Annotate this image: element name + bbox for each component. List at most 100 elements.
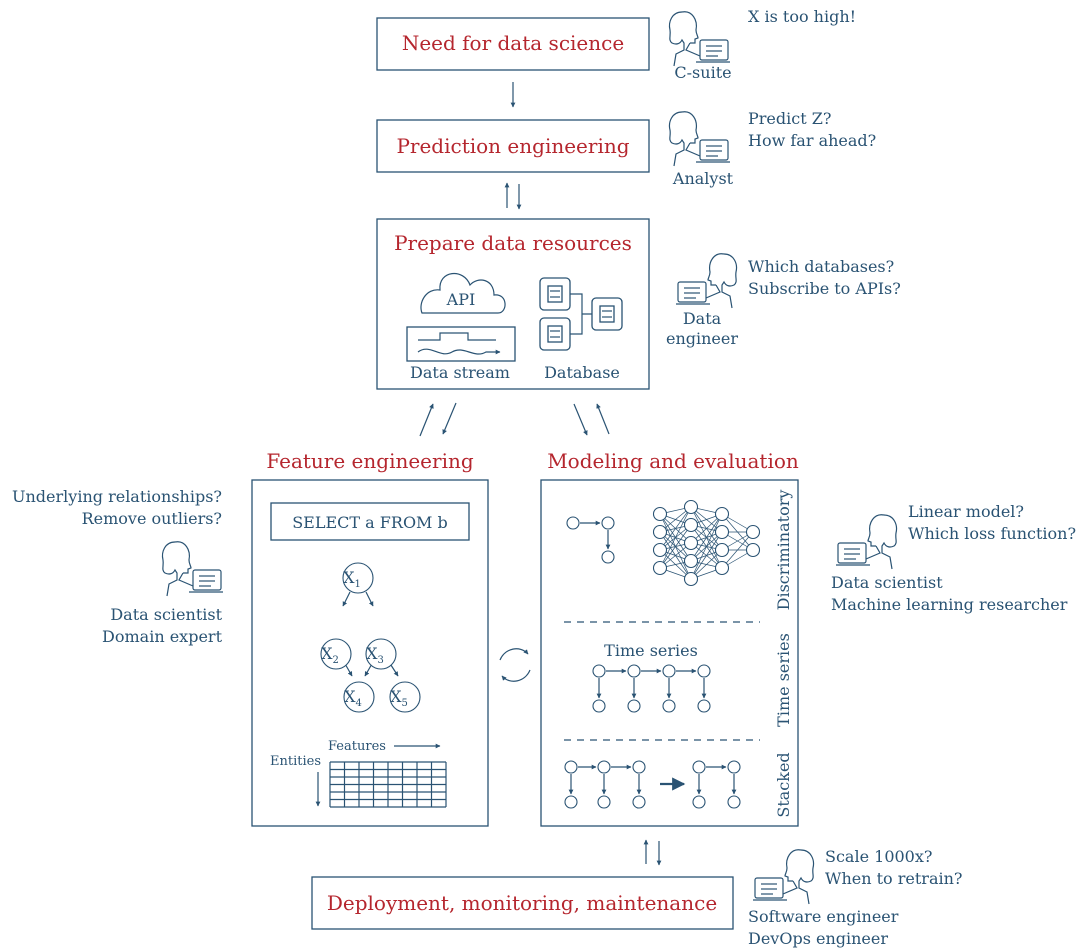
modeling-box bbox=[540, 479, 799, 827]
arrow-prepare-to-modeling bbox=[573, 403, 588, 436]
nn-edge bbox=[721, 531, 754, 569]
stack-node bbox=[632, 760, 646, 774]
nn-node bbox=[714, 542, 730, 558]
api-label: API bbox=[446, 290, 476, 309]
prediction-box bbox=[376, 119, 650, 173]
deployer-person-icon bbox=[752, 849, 815, 905]
stack-node bbox=[597, 760, 611, 774]
nn-edge bbox=[690, 513, 723, 580]
nn-node bbox=[683, 499, 699, 515]
deployer-question-2: When to retrain? bbox=[825, 869, 963, 888]
feature-question-2: Remove outliers? bbox=[82, 509, 222, 528]
stacked-side-label: Stacked bbox=[774, 752, 793, 817]
nn-node bbox=[683, 517, 699, 533]
tree-node-x3: X3 bbox=[366, 644, 384, 666]
ts-output-node bbox=[592, 699, 606, 713]
ts-node bbox=[592, 664, 606, 678]
api-cloud-icon bbox=[420, 272, 506, 314]
nn-node bbox=[652, 560, 668, 576]
stack-node bbox=[727, 760, 741, 774]
prepare-box bbox=[376, 218, 650, 390]
features-axis-label: Features bbox=[328, 739, 386, 754]
deployment-box bbox=[311, 876, 734, 930]
ts-node bbox=[627, 664, 641, 678]
arrow-prepare-to-feature bbox=[442, 402, 457, 435]
time-series-side-label: Time series bbox=[774, 633, 793, 727]
csuite-role: C-suite bbox=[674, 63, 731, 82]
data-stream-label: Data stream bbox=[410, 363, 510, 382]
nn-node bbox=[683, 553, 699, 569]
modeler-role-2: Machine learning researcher bbox=[831, 595, 1068, 614]
feature-title: Feature engineering bbox=[266, 449, 474, 473]
analyst-role: Analyst bbox=[672, 169, 734, 188]
data-engineer-person-icon bbox=[675, 253, 738, 309]
modeler-role-1: Data scientist bbox=[831, 573, 943, 592]
feature-matrix-grid bbox=[329, 761, 447, 808]
stack-output-node bbox=[597, 795, 611, 809]
nn-node bbox=[714, 524, 730, 540]
tree-node-x2: X2 bbox=[321, 644, 339, 666]
stack-node bbox=[564, 760, 578, 774]
arrow-modeling-to-prepare bbox=[596, 403, 610, 435]
stacked-graph bbox=[564, 760, 741, 809]
nn-node bbox=[683, 571, 699, 587]
analyst-person-icon bbox=[668, 111, 731, 167]
nn-node bbox=[745, 542, 761, 558]
arrow-feature-to-prepare bbox=[419, 403, 434, 437]
nn-edge bbox=[659, 506, 692, 551]
data-engineer-question-1: Which databases? bbox=[748, 257, 894, 276]
stack-node bbox=[692, 760, 706, 774]
feature-person-icon bbox=[161, 541, 224, 597]
stream-sine-wave bbox=[417, 348, 501, 355]
database-icon bbox=[539, 277, 623, 351]
ts-node bbox=[662, 664, 676, 678]
deployer-role-1: Software engineer bbox=[748, 907, 899, 926]
time-series-graph bbox=[592, 664, 711, 713]
discriminatory-side-label: Discriminatory bbox=[774, 490, 793, 611]
data-engineer-role-1: Data bbox=[683, 309, 722, 328]
analyst-question-1: Predict Z? bbox=[748, 109, 831, 128]
prediction-title: Prediction engineering bbox=[396, 134, 629, 158]
sql-box bbox=[270, 502, 470, 541]
need-box bbox=[376, 17, 650, 71]
small-causal-graph bbox=[566, 516, 615, 564]
entities-axis-label: Entities bbox=[270, 754, 321, 769]
modeler-question-1: Linear model? bbox=[908, 502, 1024, 521]
nn-node bbox=[652, 524, 668, 540]
nn-node bbox=[652, 542, 668, 558]
sql-text: SELECT a FROM b bbox=[292, 513, 448, 532]
ts-output-node bbox=[662, 699, 676, 713]
modeler-person-icon bbox=[835, 514, 898, 570]
nn-node bbox=[714, 506, 730, 522]
nn-node bbox=[652, 506, 668, 522]
nn-node bbox=[745, 524, 761, 540]
csuite-person-icon bbox=[668, 11, 731, 67]
data-engineer-question-2: Subscribe to APIs? bbox=[748, 279, 901, 298]
database-label: Database bbox=[544, 363, 620, 382]
cycle-arrow-bottom bbox=[501, 669, 531, 682]
stack-output-node bbox=[632, 795, 646, 809]
feature-role-2: Domain expert bbox=[102, 627, 223, 646]
nn-edge bbox=[690, 513, 723, 562]
feature-box bbox=[251, 479, 489, 827]
nn-edge bbox=[690, 513, 723, 544]
feature-question-1: Underlying relationships? bbox=[12, 487, 222, 506]
data-engineer-role-2: engineer bbox=[666, 329, 738, 348]
deployment-title: Deployment, monitoring, maintenance bbox=[327, 891, 717, 915]
feature-role-1: Data scientist bbox=[110, 605, 222, 624]
tree-node-x1: X1 bbox=[343, 568, 361, 590]
nn-edge bbox=[690, 531, 723, 580]
ts-node bbox=[697, 664, 711, 678]
data-stream-icon bbox=[406, 326, 516, 362]
neural-network-graph bbox=[652, 499, 761, 587]
nn-node bbox=[683, 535, 699, 551]
modeler-question-2: Which loss function? bbox=[908, 524, 1076, 543]
prepare-title: Prepare data resources bbox=[394, 231, 632, 255]
deployer-role-2: DevOps engineer bbox=[748, 929, 888, 948]
dependency-tree bbox=[320, 562, 421, 713]
nn-node bbox=[714, 560, 730, 576]
nn-edge bbox=[659, 524, 692, 569]
deployer-question-1: Scale 1000x? bbox=[825, 847, 932, 866]
tree-node-x5: X5 bbox=[390, 687, 408, 709]
